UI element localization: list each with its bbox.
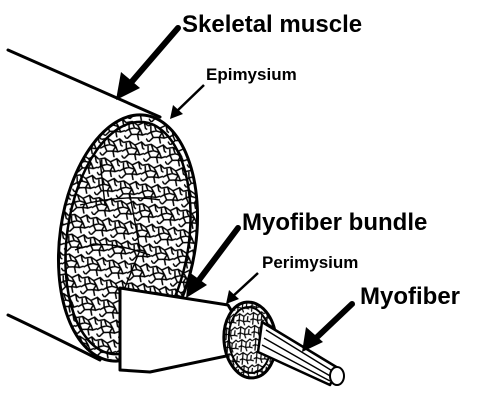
myofiber-cross-section (330, 367, 344, 385)
myofiber-shape (258, 322, 344, 385)
label-myofiber: Myofiber (360, 283, 460, 310)
label-skeletal-muscle: Skeletal muscle (182, 11, 362, 38)
perimysium-arrow (226, 273, 258, 304)
label-perimysium: Perimysium (262, 253, 358, 272)
myofiber-arrow (302, 304, 352, 352)
skeletal-muscle-arrow (116, 28, 178, 100)
myofiber-bundle-shape (120, 288, 279, 380)
label-myofiber-bundle: Myofiber bundle (242, 209, 427, 236)
epimysium-arrow (170, 85, 204, 119)
label-epimysium: Epimysium (206, 65, 297, 84)
